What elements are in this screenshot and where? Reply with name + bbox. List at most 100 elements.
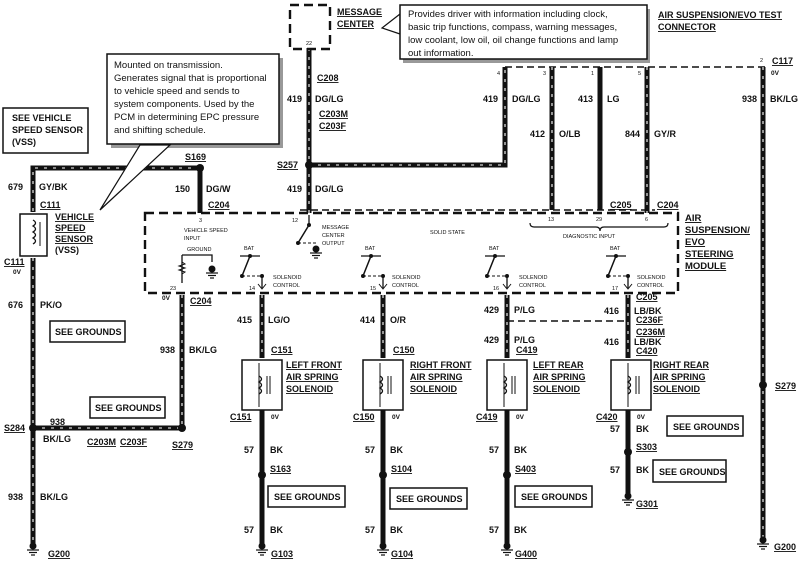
svg-text:57: 57	[489, 525, 499, 535]
svg-text:BK: BK	[390, 525, 403, 535]
svg-text:PCM in determining EPC pressur: PCM in determining EPC pressure	[114, 112, 259, 123]
svg-text:C203F: C203F	[120, 437, 148, 447]
svg-text:429: 429	[484, 335, 499, 345]
svg-text:G301: G301	[636, 499, 658, 509]
svg-text:BK: BK	[636, 424, 649, 434]
splice-s163	[258, 471, 266, 479]
svg-text:C151: C151	[230, 412, 252, 422]
svg-text:C236M: C236M	[636, 327, 665, 337]
svg-text:29: 29	[596, 217, 602, 223]
svg-text:S169: S169	[185, 152, 206, 162]
svg-text:BK/LG: BK/LG	[189, 345, 217, 355]
svg-text:(VSS): (VSS)	[55, 245, 79, 255]
svg-text:O/LB: O/LB	[559, 129, 581, 139]
svg-text:SOLENOID: SOLENOID	[653, 384, 701, 394]
svg-text:G200: G200	[774, 542, 796, 552]
svg-text:basic trip functions, compass,: basic trip functions, compass, warning m…	[408, 22, 617, 33]
svg-text:CONTROL: CONTROL	[637, 283, 664, 289]
svg-text:3: 3	[199, 218, 202, 224]
svg-text:SOLENOID: SOLENOID	[286, 384, 334, 394]
svg-text:SOLENOID: SOLENOID	[533, 384, 581, 394]
svg-text:SOLENOID: SOLENOID	[392, 275, 420, 281]
svg-text:S284: S284	[4, 423, 25, 433]
connector-labels: C208 C203M C203F C205 C204 C204 C111 C11…	[4, 73, 679, 447]
svg-text:938: 938	[160, 345, 175, 355]
svg-text:S303: S303	[636, 442, 657, 452]
see-grounds-button[interactable]: SEE GROUNDS	[666, 415, 744, 437]
message-center-label: CENTER	[337, 19, 375, 29]
svg-text:DG/W: DG/W	[206, 184, 231, 194]
splice-s303	[624, 448, 632, 456]
ground-g301-icon	[621, 491, 635, 506]
splice-s403	[503, 471, 511, 479]
svg-text:0V: 0V	[13, 269, 22, 276]
svg-text:57: 57	[610, 424, 620, 434]
svg-text:0V: 0V	[637, 414, 646, 421]
svg-text:57: 57	[610, 465, 620, 475]
svg-text:VEHICLE: VEHICLE	[55, 212, 94, 222]
svg-text:SEE VEHICLE: SEE VEHICLE	[12, 113, 72, 123]
svg-text:C111: C111	[4, 257, 25, 267]
svg-text:BK: BK	[514, 445, 527, 455]
svg-text:C203F: C203F	[319, 121, 347, 131]
svg-text:S104: S104	[391, 464, 412, 474]
svg-text:CONTROL: CONTROL	[273, 283, 300, 289]
svg-text:0V: 0V	[271, 414, 280, 421]
svg-text:57: 57	[489, 445, 499, 455]
svg-text:676: 676	[8, 300, 23, 310]
svg-text:CONTROL: CONTROL	[519, 283, 546, 289]
ground-g200-left-icon	[26, 541, 40, 556]
svg-text:OUTPUT: OUTPUT	[322, 241, 345, 247]
test-connector-label: CONNECTOR	[658, 22, 716, 32]
svg-text:SEE GROUNDS: SEE GROUNDS	[673, 422, 740, 432]
pin-5: 5	[638, 71, 641, 77]
svg-text:RIGHT FRONT: RIGHT FRONT	[410, 360, 472, 370]
svg-text:57: 57	[365, 445, 375, 455]
svg-text:G400: G400	[515, 549, 537, 559]
see-grounds-button[interactable]: SEE GROUNDS	[652, 459, 727, 483]
svg-text:DIAGNOSTIC INPUT: DIAGNOSTIC INPUT	[563, 234, 616, 240]
svg-text:14: 14	[249, 286, 255, 292]
svg-text:system components. Used by th: system components. Used by the	[114, 99, 254, 110]
svg-text:INPUT: INPUT	[184, 236, 201, 242]
svg-text:SOLENOID: SOLENOID	[637, 275, 665, 281]
svg-text:57: 57	[365, 525, 375, 535]
see-vss-reference[interactable]: SEE VEHICLE SPEED SENSOR (VSS)	[2, 107, 89, 154]
svg-text:BAT: BAT	[244, 246, 255, 252]
wire-stripe	[309, 67, 506, 166]
svg-text:BK: BK	[270, 445, 283, 455]
svg-text:G103: G103	[271, 549, 293, 559]
see-grounds-button[interactable]: SEE GROUNDS	[49, 320, 126, 343]
svg-text:low coolant, low oil, oil chan: low coolant, low oil, oil change functio…	[408, 35, 618, 46]
see-grounds-button[interactable]: SEE GROUNDS	[267, 485, 346, 508]
svg-text:C419: C419	[516, 345, 538, 355]
svg-text:C203M: C203M	[87, 437, 116, 447]
ground-g200-right-icon	[756, 535, 770, 550]
svg-text:G200: G200	[48, 549, 70, 559]
svg-text:LB/BK: LB/BK	[634, 337, 662, 347]
svg-text:BK: BK	[636, 465, 649, 475]
svg-text:Generates signal that is propo: Generates signal that is proportional	[114, 73, 267, 84]
see-grounds-button[interactable]: SEE GROUNDS	[89, 396, 166, 419]
svg-text:C419: C419	[476, 412, 498, 422]
svg-text:0V: 0V	[162, 295, 171, 302]
svg-text:419: 419	[287, 184, 302, 194]
splice-s169	[196, 164, 204, 172]
see-grounds-button[interactable]: SEE GROUNDS	[514, 485, 593, 508]
connector-c117: C117	[772, 56, 793, 66]
svg-text:GY/R: GY/R	[654, 129, 677, 139]
svg-text:S279: S279	[172, 440, 193, 450]
svg-text:BK/LG: BK/LG	[770, 94, 798, 104]
svg-text:SOLENOID: SOLENOID	[519, 275, 547, 281]
vehicle-speed-sensor: VEHICLE SPEED SENSOR (VSS)	[19, 212, 94, 257]
splice-labels: S257 S169 S284 S279 S279 S163 S104 S403 …	[4, 152, 796, 559]
svg-text:57: 57	[244, 525, 254, 535]
svg-text:LG: LG	[607, 94, 620, 104]
svg-text:MESSAGE: MESSAGE	[322, 225, 350, 231]
svg-text:BK/LG: BK/LG	[40, 492, 68, 502]
svg-text:SEE GROUNDS: SEE GROUNDS	[274, 492, 341, 502]
see-grounds-button[interactable]: SEE GROUNDS	[389, 487, 468, 510]
pin-1: 1	[591, 71, 594, 77]
